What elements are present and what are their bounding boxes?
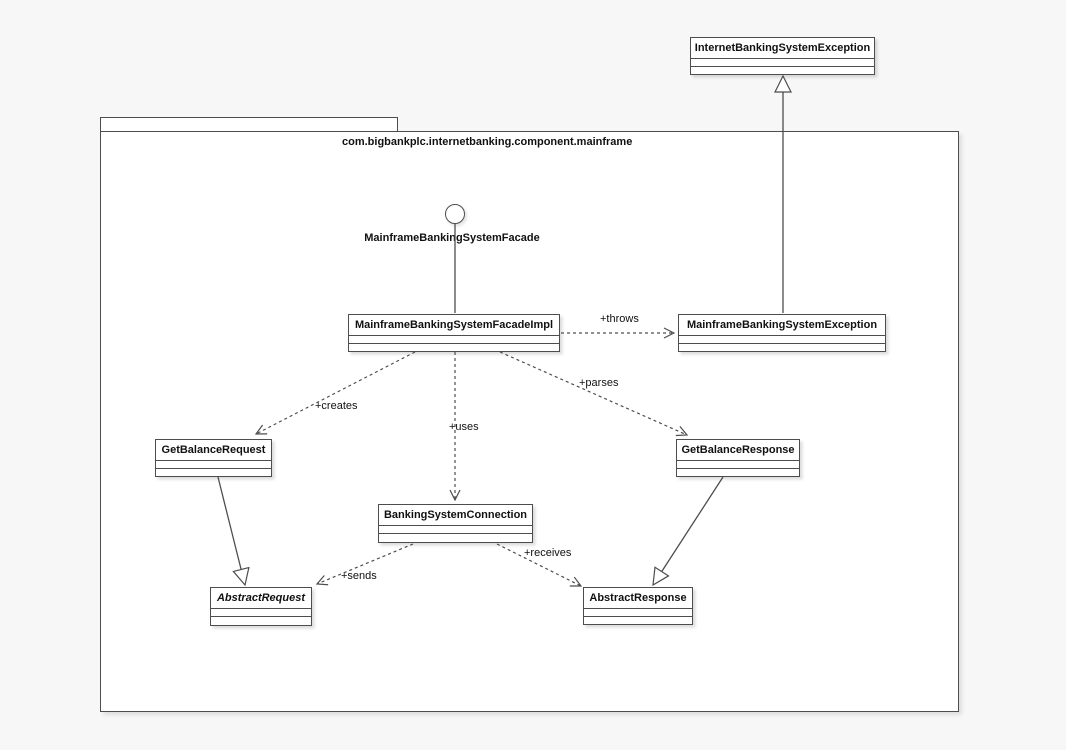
class-methods-compartment: [156, 469, 271, 476]
class-attributes-compartment: [211, 609, 311, 617]
relationship-label-sends: +sends: [341, 570, 377, 582]
class-name: AbstractResponse: [584, 588, 692, 609]
class-name: MainframeBankingSystemFacadeImpl: [349, 315, 559, 336]
class-box-abstract-response: AbstractResponse: [583, 587, 693, 625]
class-box-banking-system-connection: BankingSystemConnection: [378, 504, 533, 543]
class-box-get-balance-response: GetBalanceResponse: [676, 439, 800, 477]
class-attributes-compartment: [691, 59, 874, 67]
class-name: InternetBankingSystemException: [691, 38, 874, 59]
class-name: MainframeBankingSystemException: [679, 315, 885, 336]
relationship-label-throws: +throws: [600, 313, 639, 325]
class-name: GetBalanceResponse: [677, 440, 799, 461]
class-box-internet-banking-system-exception: InternetBankingSystemException: [690, 37, 875, 75]
relationship-label-creates: +creates: [315, 400, 358, 412]
class-methods-compartment: [349, 344, 559, 351]
class-methods-compartment: [584, 617, 692, 624]
package-tab: [100, 117, 398, 131]
class-name: GetBalanceRequest: [156, 440, 271, 461]
class-methods-compartment: [677, 469, 799, 476]
class-box-mainframe-banking-system-facade-impl: MainframeBankingSystemFacadeImpl: [348, 314, 560, 352]
interface-lollipop-icon: [445, 204, 465, 224]
interface-label: MainframeBankingSystemFacade: [364, 232, 540, 244]
class-name: BankingSystemConnection: [379, 505, 532, 526]
class-attributes-compartment: [677, 461, 799, 469]
class-attributes-compartment: [349, 336, 559, 344]
class-box-abstract-request: AbstractRequest: [210, 587, 312, 626]
class-methods-compartment: [679, 344, 885, 351]
class-methods-compartment: [691, 67, 874, 74]
package-label: com.bigbankplc.internetbanking.component…: [342, 136, 633, 148]
class-methods-compartment: [211, 617, 311, 625]
relationship-label-parses: +parses: [579, 377, 619, 389]
class-box-get-balance-request: GetBalanceRequest: [155, 439, 272, 477]
class-attributes-compartment: [584, 609, 692, 617]
class-attributes-compartment: [679, 336, 885, 344]
relationship-label-receives: +receives: [524, 547, 572, 559]
class-attributes-compartment: [156, 461, 271, 469]
class-attributes-compartment: [379, 526, 532, 534]
class-box-mainframe-banking-system-exception: MainframeBankingSystemException: [678, 314, 886, 352]
class-methods-compartment: [379, 534, 532, 542]
relationship-label-uses: +uses: [449, 421, 479, 433]
class-name: AbstractRequest: [211, 588, 311, 609]
